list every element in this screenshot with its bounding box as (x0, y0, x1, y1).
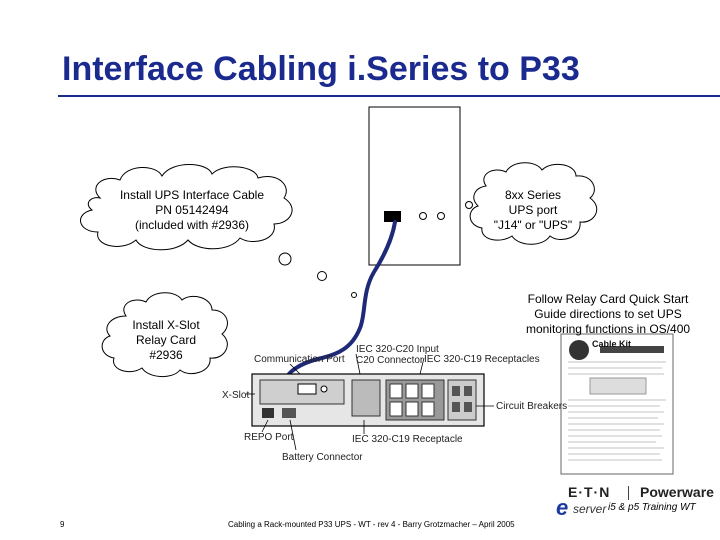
callout-line: #2936 (149, 348, 183, 362)
quick-start-title: Cable Kit (592, 339, 632, 349)
callout-series-port-text: 8xx Series UPS port "J14" or "UPS" (474, 188, 592, 233)
slide-title: Interface Cabling i.Series to P33 (62, 50, 580, 88)
iseries-server-box (368, 106, 461, 266)
cloud-callout-series-port (465, 162, 598, 245)
footer-text: Cabling a Rack-mounted P33 UPS - WT - re… (228, 520, 515, 529)
callout-line: 8xx Series (504, 188, 562, 202)
callout-line: "J14" or "UPS" (493, 218, 573, 232)
cloud-callout-install-cable (80, 164, 357, 298)
callout-line: Follow Relay Card Quick Start (527, 292, 689, 306)
label-communication-port: Communication Port (254, 354, 345, 365)
interface-cable (282, 220, 397, 386)
ups-port-connector (384, 211, 401, 222)
cloud-callout-xslot (101, 292, 228, 377)
label-iec-c19-receptacles: IEC 320-C19 Receptacles (424, 354, 540, 365)
label-battery-connector: Battery Connector (282, 452, 363, 463)
callout-line: Install UPS Interface Cable (119, 188, 265, 202)
title-underline (58, 95, 720, 97)
callout-line: PN 05142494 (155, 203, 229, 217)
label-iec-c19-receptacle: IEC 320-C19 Receptacle (352, 434, 463, 445)
callout-line: (included with #2936) (134, 218, 250, 232)
callout-line: monitoring functions in OS/400 (525, 322, 691, 336)
label-repo-port: REPO Port (244, 432, 294, 443)
eserver-wordmark: server (573, 502, 607, 516)
port-circle-1 (419, 212, 427, 220)
callout-line: UPS port (508, 203, 558, 217)
callout-relay-card-text: Follow Relay Card Quick Start Guide dire… (506, 292, 710, 337)
label-c20-connector: C20 Connector (356, 355, 424, 366)
callout-xslot-text: Install X-Slot Relay Card #2936 (112, 318, 220, 363)
eaton-logo: E·T·N (568, 484, 611, 500)
training-label: i5 & p5 Training WT (608, 502, 696, 513)
powerware-logo: Powerware (640, 484, 714, 500)
callout-line: Guide directions to set UPS (534, 307, 682, 321)
label-iec-c20-input: IEC 320-C20 Input (356, 344, 439, 355)
callout-line: Relay Card (135, 333, 197, 347)
callout-install-cable-text: Install UPS Interface Cable PN 05142494 … (100, 188, 284, 233)
quick-start-subtitle: QUICK START GUIDE (606, 352, 647, 357)
port-circle-2 (437, 212, 445, 220)
ups-rear-panel (246, 353, 494, 451)
label-circuit-breakers: Circuit Breakers (496, 401, 568, 412)
label-x-slot: X-Slot (222, 390, 250, 401)
logo-divider (628, 486, 629, 500)
callout-line: Install X-Slot (132, 318, 200, 332)
eserver-e-logo: e (556, 495, 569, 520)
quick-start-guide-thumbnail (560, 333, 674, 475)
page-number: 9 (60, 520, 65, 529)
